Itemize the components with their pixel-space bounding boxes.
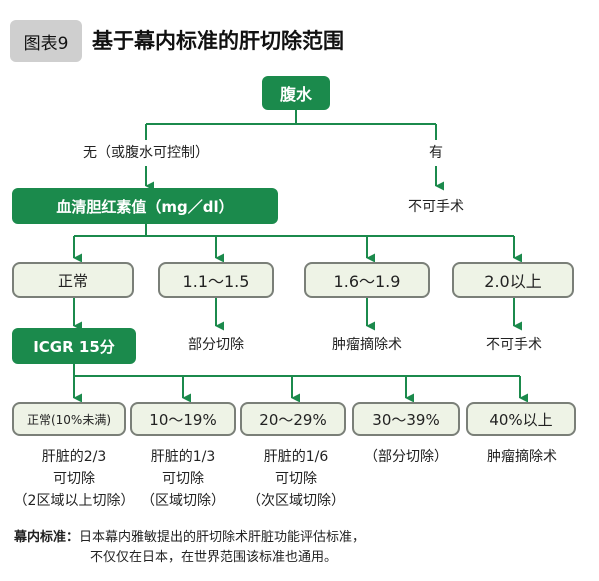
result-partial-resection: 部分切除 <box>188 337 244 353</box>
result-line: 肝脏的1/6 <box>263 449 329 465</box>
node-bilirubin-2-0-plus: 2.0以上 <box>452 262 574 298</box>
branch-label-no-ascites: 无（或腹水可控制） <box>83 145 209 161</box>
node-icgr-40-plus: 40%以上 <box>466 402 576 436</box>
node-bilirubin-1-1-1-5: 1.1～1.5 <box>158 262 274 298</box>
node-bilirubin: 血清胆红素值（mg／dl） <box>12 188 278 224</box>
node-bilirubin-normal: 正常 <box>12 262 134 298</box>
result-line: 肝脏的2/3 <box>41 449 107 465</box>
result-not-operable-ascites: 不可手术 <box>408 199 464 215</box>
result-icgr-40-plus: 肿瘤摘除术 <box>466 446 578 468</box>
result-line: （次区域切除） <box>247 493 345 509</box>
figure-title: 基于幕内标准的肝切除范围 <box>92 29 344 53</box>
result-line: （2区域以上切除） <box>13 493 135 509</box>
node-icgr-20-29: 20～29% <box>240 402 346 436</box>
node-icgr-10-19: 10～19% <box>130 402 236 436</box>
result-line: 肝脏的1/3 <box>150 449 216 465</box>
result-icgr-10-19: 肝脏的1/3 可切除 （区域切除） <box>128 446 238 512</box>
result-line: 肿瘤摘除术 <box>487 449 557 465</box>
branch-label-ascites: 有 <box>429 145 443 161</box>
result-icgr-30-39: （部分切除） <box>350 446 462 468</box>
result-line: （区域切除） <box>141 493 225 509</box>
node-icgr-normal: 正常(10%未满) <box>12 402 126 436</box>
result-icgr-normal: 肝脏的2/3 可切除 （2区域以上切除） <box>4 446 144 512</box>
footnote-line-1: 日本幕内雅敏提出的肝切除术肝脏功能评估标准， <box>79 530 366 545</box>
result-line: （部分切除） <box>364 449 448 465</box>
result-line: 可切除 <box>53 471 95 487</box>
footnote-line-2: 不仅仅在日本，在世界范围该标准也通用。 <box>90 550 338 565</box>
result-not-operable: 不可手术 <box>486 337 542 353</box>
figure-badge: 图表9 <box>10 20 82 62</box>
node-icgr-30-39: 30～39% <box>352 402 460 436</box>
result-tumor-enucleation: 肿瘤摘除术 <box>332 337 402 353</box>
footnote-label: 幕内标准： <box>14 530 80 545</box>
footnote: 幕内标准：日本幕内雅敏提出的肝切除术肝脏功能评估标准， 不仅仅在日本，在世界范围… <box>14 528 594 568</box>
node-bilirubin-1-6-1-9: 1.6～1.9 <box>304 262 430 298</box>
result-line: 可切除 <box>275 471 317 487</box>
node-ascites: 腹水 <box>262 76 330 110</box>
node-icgr15: ICGR 15分 <box>12 328 136 364</box>
result-icgr-20-29: 肝脏的1/6 可切除 （次区域切除） <box>236 446 356 512</box>
result-line: 可切除 <box>162 471 204 487</box>
